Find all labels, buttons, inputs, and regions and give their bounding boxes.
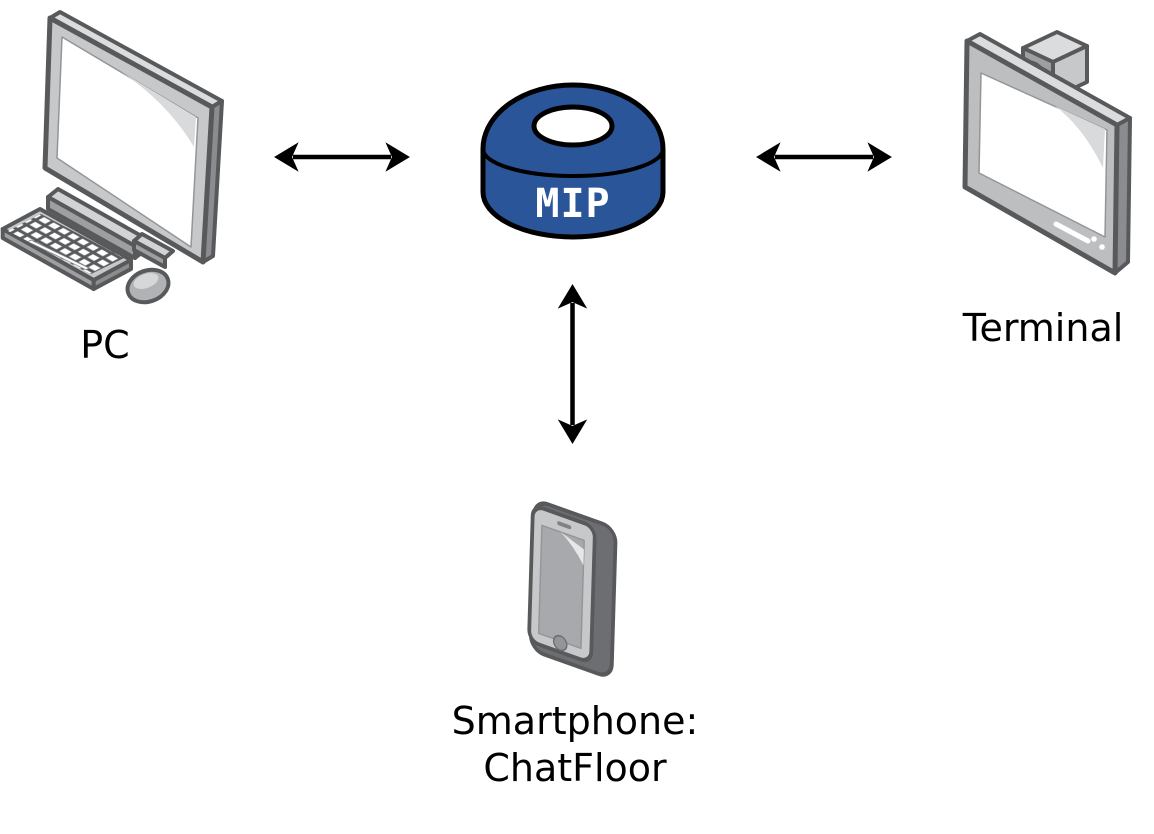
mip-ring-icon: MIP [480, 82, 666, 240]
pc-label: PC [80, 323, 130, 367]
desktop-pc-icon [0, 10, 224, 305]
mip-label: MIP [535, 181, 610, 227]
terminal-speaker-slot [1053, 221, 1091, 244]
terminal-indicator-dot [1099, 244, 1105, 250]
mip-ring-hole [531, 104, 615, 148]
mip-ring-body [480, 82, 666, 240]
pc-keyboard-spacebar [27, 239, 90, 271]
mip-ring-front-rim [481, 148, 665, 178]
pc-keyboard [0, 207, 133, 291]
smartphone-home-button [552, 634, 568, 652]
pc-monitor [42, 10, 224, 265]
terminal-screen-glare [1055, 106, 1105, 168]
double-arrow-pc-mip [274, 142, 410, 172]
pc-mouse [125, 267, 171, 305]
video-terminal-icon [962, 30, 1132, 276]
terminal-monitor [962, 32, 1132, 276]
smartphone-screen-glare [560, 532, 584, 566]
smartphone-label: Smartphone: ChatFloor [425, 698, 725, 792]
smartphone-label-line2: ChatFloor [483, 746, 667, 790]
terminal-indicator-dot [1091, 236, 1097, 242]
smartphone-icon [527, 501, 618, 677]
pc-screen-glare [120, 71, 196, 147]
terminal-label: Terminal [962, 306, 1124, 350]
smartphone-speaker [557, 521, 572, 530]
double-arrow-mip-terminal [756, 142, 892, 172]
double-arrow-mip-smartphone [557, 284, 588, 444]
pc-monitor-stand [46, 187, 175, 269]
smartphone-label-line1: Smartphone: [451, 699, 699, 743]
